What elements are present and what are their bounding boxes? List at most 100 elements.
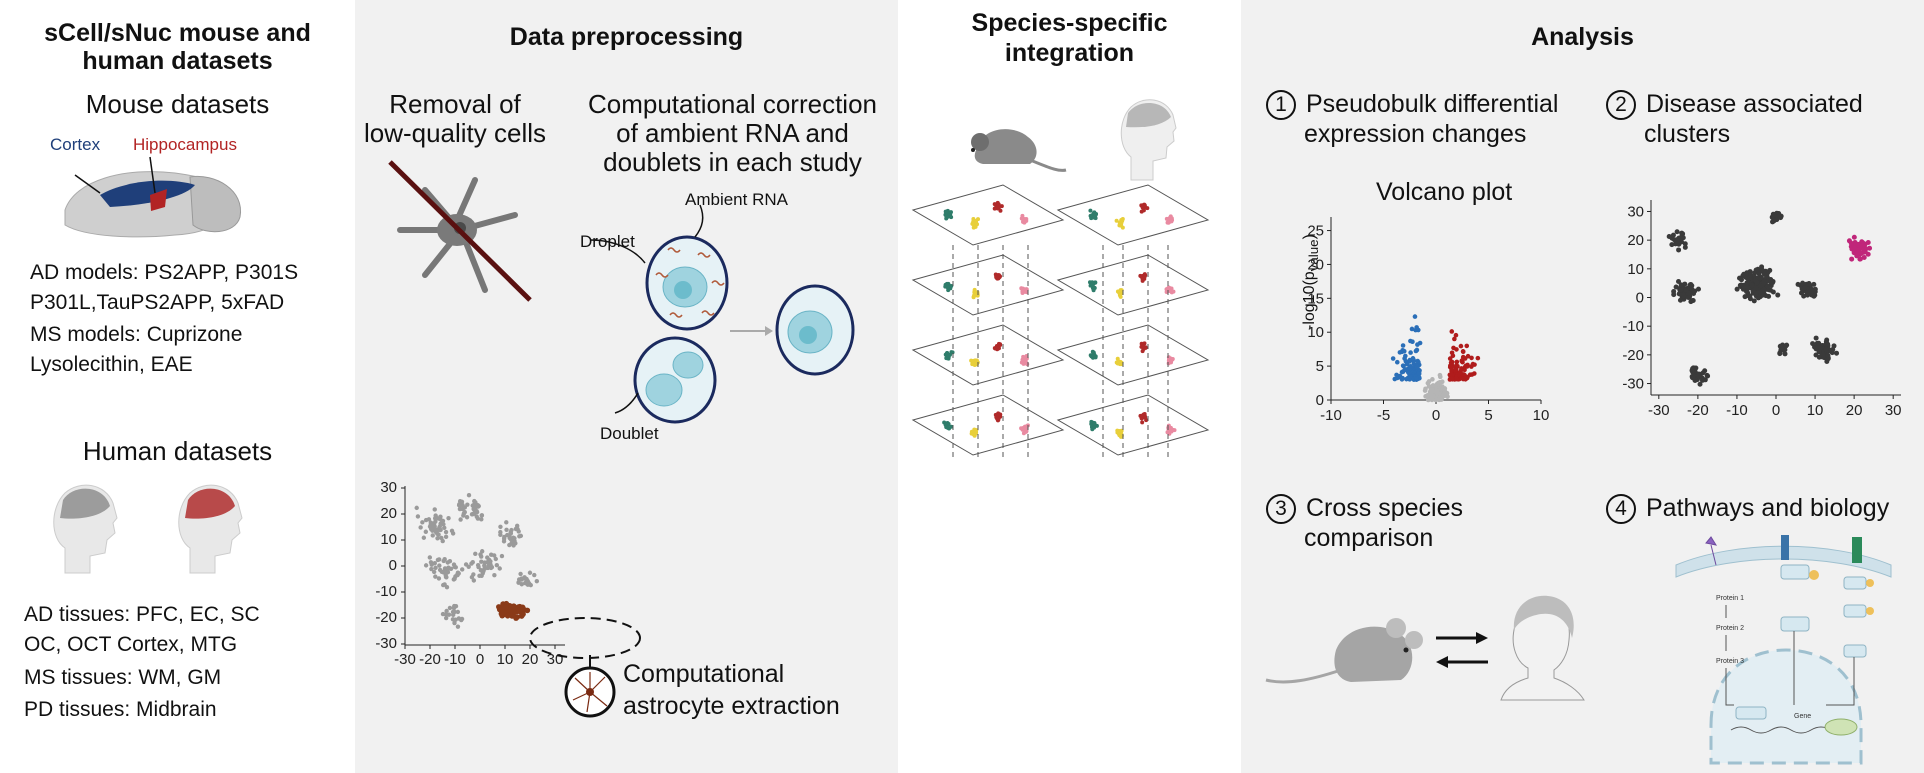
integration-cell-point (975, 222, 980, 227)
low-quality-cell-illustration (388, 160, 532, 302)
tsne-point (442, 525, 447, 530)
tsne-point (420, 520, 425, 525)
extraction-line2: astrocyte extraction (623, 692, 840, 720)
cluster-point (1680, 231, 1686, 237)
tsne-point (439, 535, 444, 541)
volcano-point-down (1410, 339, 1415, 345)
cluster-point (1749, 282, 1755, 288)
mouse-models-4: Lysolecithin, EAE (30, 353, 193, 376)
tsne-point (485, 559, 490, 565)
volcano-x-tick: -5 (1377, 407, 1390, 424)
integration-cell-point (972, 361, 977, 366)
cluster-point (1674, 229, 1680, 235)
cluster-point (1704, 372, 1710, 378)
cluster-point (1747, 293, 1753, 299)
integration-cell-point (974, 358, 979, 363)
tsne-point (428, 560, 434, 565)
human-head-icon (1120, 99, 1177, 181)
datasets-title-line1: sCell/sNuc mouse and (44, 19, 311, 47)
tsne-point (430, 533, 435, 538)
cluster-y-tick: 30 (1627, 203, 1644, 220)
tsne-point (504, 527, 509, 533)
volcano-y-tick: 10 (1307, 324, 1324, 341)
cluster-point (1811, 281, 1817, 287)
tsne-point (516, 580, 521, 585)
tsne-point (532, 572, 537, 578)
tsne-point (433, 565, 438, 571)
disease-cluster-point (1861, 246, 1867, 252)
integration-cell-point (999, 204, 1004, 209)
cross-species-illustration (1265, 595, 1585, 701)
tsne-point (456, 503, 462, 508)
tsne-point (457, 506, 463, 511)
removal-line2: low-quality cells (363, 118, 547, 148)
section3-number: 3 (1266, 494, 1296, 525)
tsne-point (435, 557, 441, 563)
cluster-point (1769, 279, 1775, 285)
cluster-point (1695, 286, 1701, 292)
cluster-point (1763, 268, 1769, 274)
integration-layer (1056, 324, 1210, 386)
integration-cell-point (1089, 354, 1094, 359)
cluster-x-tick: 30 (1885, 402, 1902, 419)
integration-cell-point (1117, 289, 1122, 294)
volcano-point-up (1451, 345, 1456, 351)
integration-cell-point (945, 285, 950, 290)
integration-cell-point (946, 353, 951, 358)
tsne-point (479, 513, 485, 518)
cluster-point (1800, 280, 1806, 286)
section3-line1: Cross species (1306, 494, 1463, 522)
volcano-point-down (1402, 356, 1407, 361)
volcano-x-tick: 0 (1432, 407, 1440, 424)
volcano-point-up (1452, 336, 1457, 342)
integration-cell-point (948, 210, 953, 215)
integration-cell-point (944, 210, 949, 215)
integration-layer (911, 184, 1065, 246)
tsne-point (418, 525, 423, 530)
cluster-point (1671, 289, 1677, 295)
integration-cell-point (949, 215, 954, 220)
tsne-point (534, 578, 540, 584)
cluster-point (1760, 290, 1766, 296)
volcano-point-ns (1430, 397, 1435, 402)
volcano-point-down (1408, 364, 1413, 369)
integration-cell-point (949, 424, 954, 429)
volcano-point-up (1449, 367, 1454, 372)
tsne-point (445, 570, 451, 575)
section4-number: 4 (1606, 494, 1636, 525)
tsne-point (477, 573, 482, 579)
integration-layers-diagram (911, 184, 1210, 460)
tsne-point (460, 502, 465, 508)
correction-line2: of ambient RNA and (616, 118, 849, 148)
integration-cell-point (1164, 216, 1169, 221)
disease-cluster-point (1857, 256, 1863, 262)
volcano-point-down (1415, 342, 1420, 347)
tsne-point (414, 505, 419, 511)
tsne-point (464, 515, 470, 520)
tsne-point (446, 612, 452, 617)
tsne-x-tick: -10 (444, 651, 466, 668)
integration-cell-point (1119, 223, 1124, 228)
cluster-point (1754, 279, 1760, 285)
cluster-point (1700, 370, 1706, 376)
tsne-point (453, 574, 458, 579)
tsne-point (516, 577, 522, 582)
tsne-point (429, 527, 434, 532)
tsne-point (471, 572, 476, 577)
tsne-point (447, 605, 453, 611)
integration-cell-point (1116, 360, 1121, 365)
volcano-point-down (1414, 376, 1419, 381)
mouse-models-2: P301L,TauPS2APP, 5xFAD (30, 291, 285, 314)
tsne-y-tick: 0 (389, 557, 397, 574)
extraction-line1: Computational (623, 660, 785, 688)
cluster-x-tick: -30 (1648, 402, 1670, 419)
integration-cell-point (1024, 287, 1029, 292)
cluster-point (1666, 233, 1672, 239)
cluster-point (1676, 247, 1682, 253)
disease-cluster-point (1849, 256, 1855, 262)
cluster-point (1690, 366, 1696, 372)
volcano-point-down (1410, 356, 1416, 361)
integration-title-line1: Species-specific (971, 9, 1168, 37)
integration-cell-point (1022, 358, 1027, 363)
integration-cell-point (1114, 218, 1119, 223)
